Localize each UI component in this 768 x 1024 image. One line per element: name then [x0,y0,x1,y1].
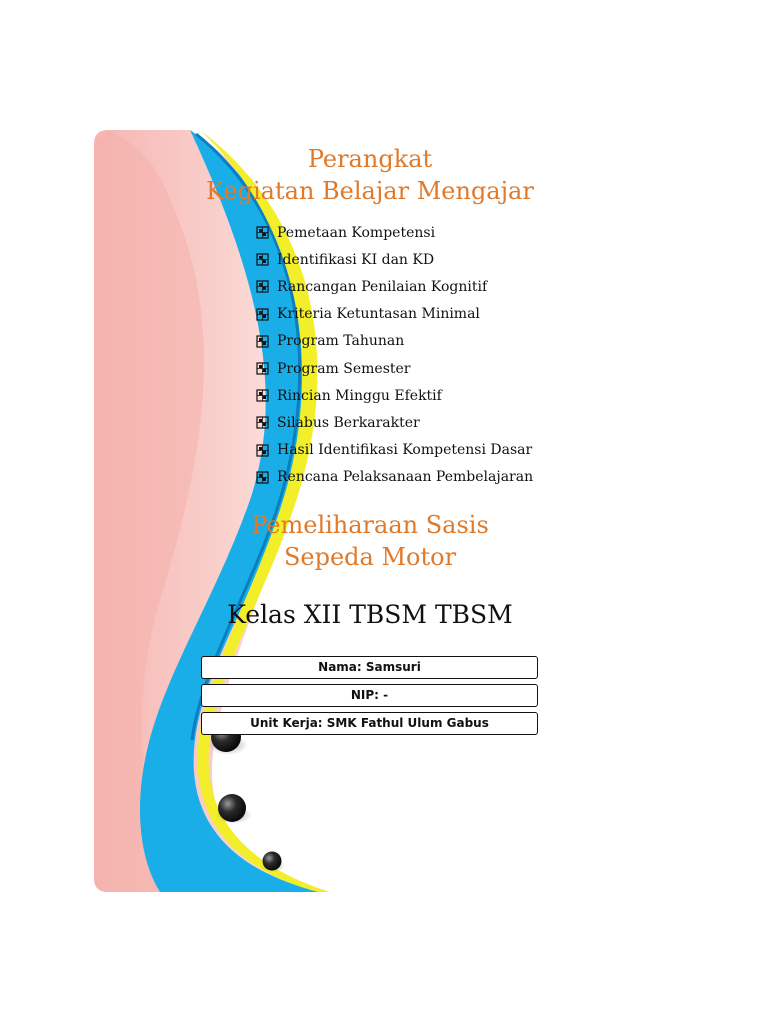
contents-item: Kriteria Ketuntasan Minimal [256,301,533,328]
contents-item-label: Program Tahunan [277,333,405,350]
bullet-icon [256,416,269,430]
contents-item: Pemetaan Kompetensi [256,219,533,246]
contents-item-label: Silabus Berkarakter [277,414,420,431]
bead-icon [262,851,282,871]
nip-field: NIP: - [201,684,538,707]
bullet-icon [256,443,269,457]
contents-item-label: Program Semester [277,360,411,377]
contents-item: Program Tahunan [256,328,533,355]
subject-line-1: Pemeliharaan Sasis [251,511,489,539]
title-line-1: Perangkat [307,145,433,173]
contents-item: Silabus Berkarakter [256,409,533,436]
contents-item: Rencana Pelaksanaan Pembelajaran [256,464,533,491]
contents-item-label: Kriteria Ketuntasan Minimal [277,306,480,323]
name-field: Nama: Samsuri [201,656,538,679]
bullet-icon [256,389,269,402]
contents-item-label: Pemetaan Kompetensi [277,224,436,241]
bullet-icon [256,280,269,294]
unit-field: Unit Kerja: SMK Fathul Ulum Gabus [201,712,538,735]
bullet-icon [256,335,269,348]
bullet-icon [256,226,269,239]
yellow-swoosh [197,130,330,892]
contents-item-label: Hasil Identifikasi Kompetensi Dasar [277,442,533,459]
contents-item: Rancangan Penilaian Kognitif [256,273,533,300]
subject-title: Pemeliharaan Sasis Sepeda Motor [180,509,560,573]
bullet-icon [256,471,269,484]
bead-icon [218,794,246,822]
document-title: Perangkat Kegiatan Belajar Mengajar [180,143,560,207]
contents-item: Rincian Minggu Efektif [256,382,533,409]
bullet-icon [256,362,269,375]
bullet-icon [256,253,269,266]
bullet-icon [256,308,269,321]
contents-item: Identifikasi KI dan KD [256,246,533,273]
title-line-2: Kegiatan Belajar Mengajar [206,177,534,205]
contents-item-label: Rencana Pelaksanaan Pembelajaran [277,469,534,486]
contents-item-label: Identifikasi KI dan KD [277,251,435,268]
contents-item-label: Rincian Minggu Efektif [277,387,442,404]
class-label: Kelas XII TBSM TBSM [227,600,513,629]
contents-item: Hasil Identifikasi Kompetensi Dasar [256,437,533,464]
blue-swoosh [140,130,320,892]
subject-line-2: Sepeda Motor [283,543,457,571]
contents-item: Program Semester [256,355,533,382]
pink-panel-light [94,130,204,892]
contents-item-label: Rancangan Penilaian Kognitif [277,278,488,295]
